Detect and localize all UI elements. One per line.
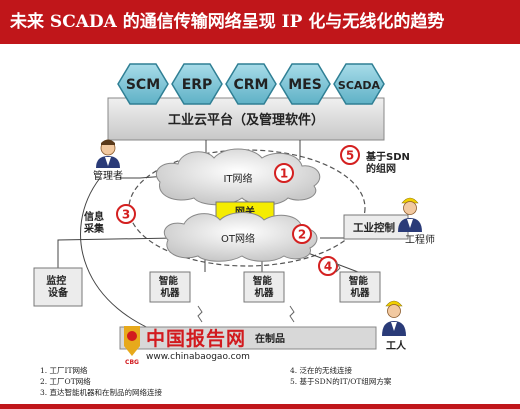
legend-left: 1. 工厂IT网络 2. 工厂OT网络 3. 直达智能机器和在制品的网络连接: [40, 365, 162, 398]
legend-item-5: 5. 基于SDN的IT/OT组网方案: [290, 377, 392, 386]
marker-1: 1: [274, 163, 294, 183]
industrial-control-box: [343, 214, 409, 240]
smart-machine-1: 智能 机器: [149, 271, 191, 303]
smart-machine-3: 智能 机器: [339, 271, 381, 303]
smart-machine-3-label: 智能 机器: [349, 275, 371, 299]
engineer-label: 工程师: [405, 233, 435, 246]
bottom-rule: [0, 404, 520, 409]
watermark-brand: 中国报告网: [146, 328, 247, 350]
monitor-device-label: 监控 设备: [46, 274, 69, 299]
worker-label: 工人: [386, 339, 407, 352]
it-network-label: IT网络: [223, 172, 252, 185]
monitor-device-line: 监控: [46, 274, 66, 287]
app-hex-mes-label: MES: [288, 77, 322, 93]
app-hex-crm: CRM: [225, 63, 277, 105]
info-collect-line: 采集: [83, 222, 105, 235]
info-collect-label: 信息 采集: [83, 210, 107, 235]
it-network-cloud: IT网络: [155, 148, 321, 206]
smart-machine-3-line: 智能: [349, 275, 369, 287]
info-collect-line: 信息: [84, 210, 104, 223]
legend-item-1: 1. 工厂IT网络: [40, 366, 88, 375]
monitor-device-line: 设备: [48, 286, 69, 299]
app-hex-scada-label: SCADA: [338, 79, 381, 92]
smart-machine-1-line: 智能: [159, 275, 179, 287]
smart-machine-1-label: 智能 机器: [159, 275, 181, 299]
smart-machine-3-line: 机器: [350, 287, 370, 299]
monitor-device-box: [33, 267, 83, 307]
cloud-platform-box: [107, 97, 385, 141]
app-hex-scm: SCM: [117, 63, 169, 105]
marker-4: 4: [318, 256, 338, 276]
smart-machine-1-line: 机器: [160, 287, 180, 299]
industrial-control-label: 工业控制: [353, 221, 395, 234]
ot-network-cloud: OT网络: [163, 212, 318, 262]
app-hex-erp: ERP: [171, 63, 223, 105]
wip-bar: [119, 326, 377, 350]
manager-person-icon: [96, 139, 120, 168]
legend-right: 4. 泛在的无线连接 5. 基于SDN的IT/OT组网方案: [290, 365, 391, 387]
watermark-url: www.chinabaogao.com: [146, 352, 250, 362]
marker-3-text: 3: [122, 208, 130, 222]
app-hex-scm-label: SCM: [126, 77, 160, 93]
page-title: 未来 SCADA 的通信传输网络呈现 IP 化与无线化的趋势: [0, 0, 520, 44]
worker-person-icon: [382, 300, 406, 336]
app-hex-erp-label: ERP: [182, 77, 213, 93]
wireless-icon: [197, 261, 341, 323]
cloud-platform-label: 工业云平台（及管理软件）: [168, 112, 324, 128]
app-hex-scada: SCADA: [333, 63, 385, 105]
smart-machine-2-line: 智能: [253, 275, 273, 287]
wip-label: 在制品: [255, 332, 285, 345]
marker-4-text: 4: [324, 260, 332, 274]
cbg-logo: CBG: [124, 326, 140, 366]
watermark: 中国报告网 www.chinabaogao.com: [146, 324, 250, 362]
legend-item-3: 3. 直达智能机器和在制品的网络连接: [40, 388, 163, 397]
smart-machine-2-label: 智能 机器: [253, 275, 275, 299]
sdn-label-line: 基于SDN: [365, 150, 410, 163]
sdn-label-line: 的组网: [366, 162, 396, 175]
app-hex-crm-label: CRM: [234, 77, 269, 93]
smart-machine-2-line: 机器: [254, 287, 274, 299]
marker-5-text: 5: [346, 149, 354, 163]
cbg-logo-text: CBG: [125, 359, 139, 366]
marker-2-text: 2: [298, 228, 306, 242]
smart-machine-2: 智能 机器: [243, 271, 285, 303]
manager-label: 管理者: [93, 169, 123, 182]
legend-item-4: 4. 泛在的无线连接: [290, 366, 353, 375]
marker-2: 2: [292, 224, 312, 244]
ot-network-label: OT网络: [221, 232, 255, 245]
app-hex-mes: MES: [279, 63, 331, 105]
legend-item-2: 2. 工厂OT网络: [40, 377, 91, 386]
marker-5: 5: [340, 145, 360, 165]
sdn-label: 基于SDN 的组网: [365, 150, 413, 175]
app-hexagons: SCM ERP CRM MES SCADA: [117, 63, 385, 105]
marker-1-text: 1: [280, 167, 288, 181]
engineer-person-icon: [398, 197, 422, 232]
marker-3: 3: [116, 204, 136, 224]
